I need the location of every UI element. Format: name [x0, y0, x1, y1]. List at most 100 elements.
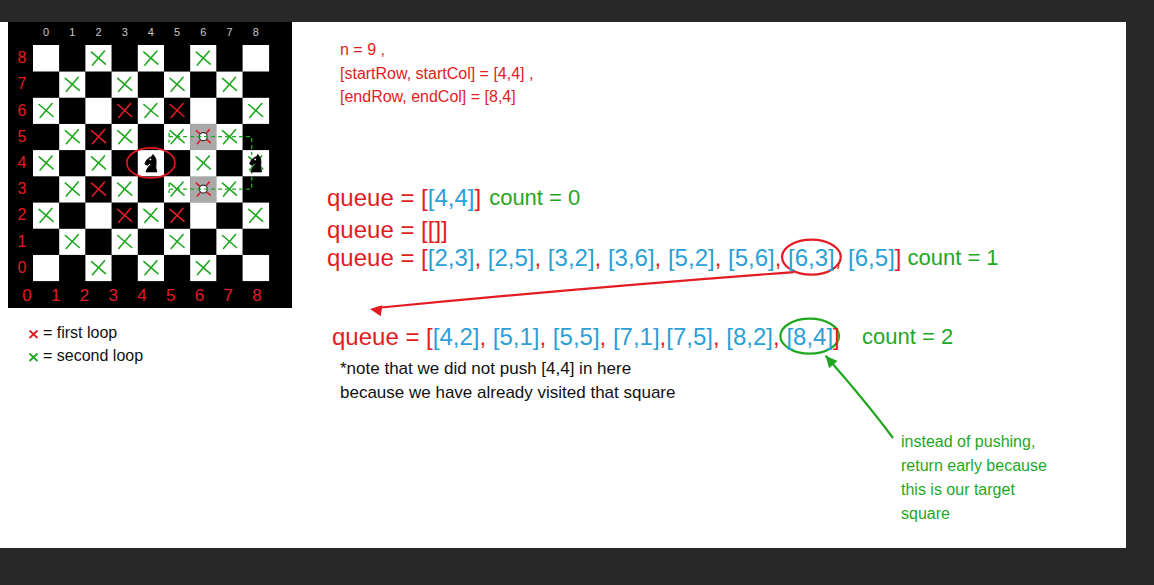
- legend-row: = first loop: [28, 324, 117, 342]
- x-mark: [39, 209, 53, 221]
- queue-coordinate: [5,5]: [553, 323, 600, 350]
- x-mark: [119, 104, 131, 118]
- x-mark: [170, 105, 184, 117]
- board-square: [112, 124, 139, 151]
- x-mark: [144, 262, 158, 274]
- x-mark: [93, 182, 105, 196]
- board-square: [243, 228, 270, 255]
- board-square: [216, 202, 243, 229]
- board-square: [33, 150, 60, 177]
- queue-syntax: ,: [600, 323, 613, 350]
- knight-piece: [145, 154, 157, 172]
- queue-coordinate: [2,3]: [428, 244, 475, 271]
- board-square: [59, 71, 85, 98]
- column-index: 7: [226, 26, 232, 39]
- column-index: 1: [51, 286, 60, 306]
- board-square: [216, 228, 243, 255]
- column-index: 2: [95, 26, 101, 39]
- highlight-ellipse: [780, 319, 839, 354]
- arrow-line: [826, 356, 893, 438]
- dashed-path: [168, 133, 169, 143]
- board-square: [112, 150, 139, 177]
- parameter-text: n = 9 ,: [340, 40, 385, 59]
- x-mark: [171, 235, 183, 249]
- highlight-ellipse: [127, 148, 175, 178]
- queue-coordinate: [4,4]: [428, 184, 475, 211]
- row-index: 8: [18, 49, 27, 68]
- board-square: [85, 228, 112, 255]
- x-mark: [250, 104, 262, 118]
- board-square: [112, 97, 139, 124]
- queue-syntax: queue = [: [327, 244, 428, 271]
- board-square: [85, 202, 112, 229]
- x-mark: [66, 182, 78, 196]
- row-index: 7: [18, 75, 27, 94]
- column-index: 2: [80, 286, 89, 306]
- x-mark: [170, 78, 184, 90]
- column-index: 5: [166, 286, 175, 306]
- x-mark: [170, 236, 184, 248]
- swatch-stroke: [30, 353, 38, 361]
- board-square: [190, 97, 217, 124]
- row-index: 6: [18, 101, 27, 120]
- x-mark: [40, 156, 52, 170]
- x-mark: [144, 209, 158, 221]
- queue-state: queue = [[2,3], [2,5], [3,2], [3,6], [5,…: [327, 244, 901, 273]
- board-square: [216, 45, 243, 72]
- board-square: [33, 228, 60, 255]
- queue-coordinate: [5,6]: [728, 244, 775, 271]
- board-square: [164, 228, 191, 255]
- board-square: [164, 71, 191, 98]
- legend-row: = second loop: [28, 347, 143, 365]
- board-square: [85, 124, 112, 151]
- queue-coordinate: [7,1]: [613, 323, 660, 350]
- x-mark: [118, 236, 132, 248]
- x-mark: [118, 183, 132, 195]
- dashed-path: [169, 137, 252, 155]
- queue-state: queue = [[4,2], [5,1], [5,5], [7,1],[7,5…: [332, 323, 840, 352]
- queue-coordinate: [5,2]: [668, 244, 715, 271]
- x-mark: [223, 236, 237, 248]
- x-mark: [145, 51, 157, 65]
- column-index: 8: [253, 26, 259, 39]
- queue-syntax: ,: [773, 323, 786, 350]
- x-mark: [118, 78, 132, 90]
- x-mark: [92, 131, 106, 143]
- queue-syntax: ,: [775, 244, 788, 271]
- column-index: 8: [252, 286, 261, 306]
- x-mark: [40, 104, 52, 118]
- queue-coordinate: [5,1]: [493, 323, 540, 350]
- queue-coordinate: [8,4]: [786, 323, 833, 350]
- column-index: 1: [69, 26, 75, 39]
- parameter-text: [startRow, startCol] = [4,4] ,: [340, 64, 533, 83]
- board-square: [85, 97, 112, 124]
- x-mark: [93, 130, 105, 144]
- queue-syntax: queue = [: [327, 184, 428, 211]
- board-square: [59, 124, 85, 151]
- board-square: [164, 45, 191, 72]
- highlight-ellipse: [782, 240, 841, 275]
- x-mark: [224, 77, 236, 91]
- x-mark: [197, 261, 209, 275]
- board-square: [243, 202, 270, 229]
- board-frame: [8, 22, 292, 308]
- board-square: [164, 202, 191, 229]
- x-mark: [66, 130, 78, 144]
- row-index: 1: [18, 232, 27, 251]
- queue-syntax: ]: [474, 184, 481, 211]
- x-mark: [196, 52, 210, 64]
- board-square: [59, 255, 85, 282]
- board-square: [59, 97, 85, 124]
- x-mark: [145, 261, 157, 275]
- row-index: 4: [18, 153, 27, 172]
- x-mark: [171, 104, 183, 118]
- queue-syntax: ,: [660, 323, 667, 350]
- x-mark: [196, 157, 210, 169]
- column-index: 4: [148, 26, 154, 39]
- column-index: 3: [109, 286, 118, 306]
- column-index: 4: [137, 286, 146, 306]
- x-mark: [249, 105, 263, 117]
- arrow-line: [376, 272, 794, 308]
